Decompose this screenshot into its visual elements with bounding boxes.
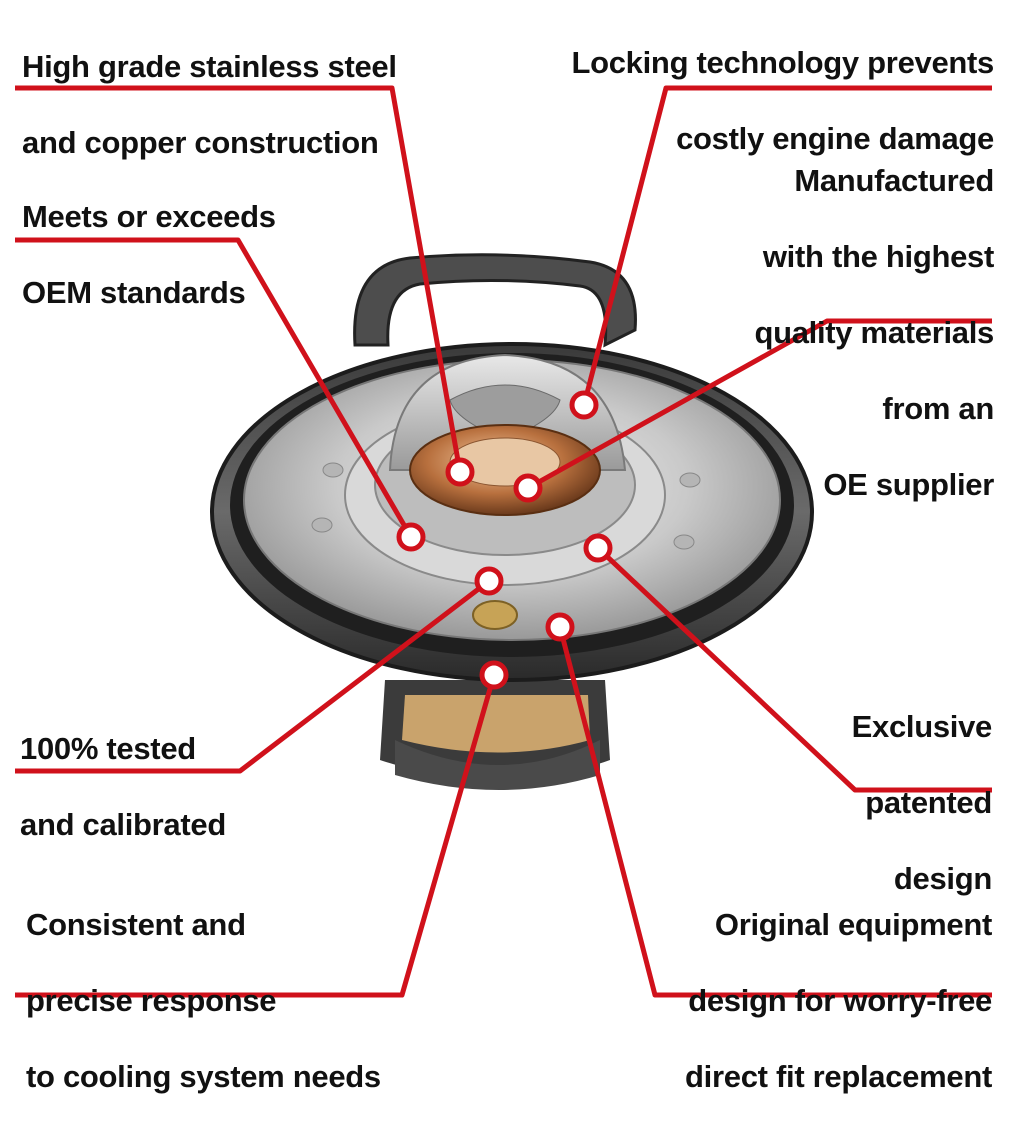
callout-exclusive: Exclusive patented design (851, 670, 993, 936)
callout-manufactured-line5: OE supplier (823, 467, 994, 502)
callout-leaders (15, 85, 992, 998)
callout-dot-tested (474, 566, 504, 596)
callout-consistent-line2: precise response (26, 983, 277, 1018)
callout-tested: 100% tested and calibrated (20, 692, 226, 882)
callout-dot-steel (445, 457, 475, 487)
leader-line-manufactured (526, 318, 992, 491)
callout-manufactured-line1: Manufactured (794, 163, 994, 198)
callout-tested-line2: and calibrated (20, 807, 226, 842)
leader-line-consistent (15, 674, 497, 998)
callout-original-line1: Original equipment (714, 907, 992, 942)
callout-manufactured-line3: quality materials (754, 315, 994, 350)
callout-locking-line2: costly engine damage (676, 121, 994, 156)
callout-oem-line1: Meets or exceeds (22, 199, 276, 234)
callout-exclusive-line1: Exclusive (851, 709, 993, 744)
callout-manufactured-line2: with the highest (762, 239, 994, 274)
gasket-loop (353, 253, 637, 348)
callout-dot-oem (396, 522, 426, 552)
callout-consistent-line1: Consistent and (26, 907, 246, 942)
callout-dot-consistent (479, 660, 509, 690)
callout-manufactured-line4: from an (882, 391, 994, 426)
leader-line-locking (581, 85, 992, 406)
callout-tested-line1: 100% tested (20, 731, 196, 766)
callout-dot-locking (569, 390, 599, 420)
callout-locking: Locking technology prevents costly engin… (571, 6, 994, 196)
callout-steel: High grade stainless steel and copper co… (22, 10, 397, 200)
callout-oem: Meets or exceeds OEM standards (22, 160, 276, 350)
callout-exclusive-line3: design (893, 861, 992, 896)
brass-pin (472, 600, 518, 630)
callout-dot-exclusive (583, 533, 613, 563)
callout-original: Original equipment design for worry-free… (685, 868, 992, 1134)
thermostat-lower-body (380, 680, 610, 790)
callout-manufactured: Manufactured with the highest quality ma… (754, 124, 994, 542)
leader-line-exclusive (596, 546, 992, 793)
callout-exclusive-line2: patented (865, 785, 992, 820)
leader-line-tested (15, 579, 491, 774)
callout-original-line2: design for worry-free (688, 983, 992, 1018)
callout-oem-line2: OEM standards (22, 275, 246, 310)
callout-steel-line1: High grade stainless steel (22, 49, 397, 84)
copper-element (409, 424, 601, 516)
callout-consistent: Consistent and precise response to cooli… (26, 868, 381, 1134)
callout-dot-original (545, 612, 575, 642)
leader-line-original (557, 626, 992, 998)
callout-consistent-line3: to cooling system needs (26, 1059, 381, 1094)
leader-line-steel (15, 85, 463, 473)
callout-steel-line2: and copper construction (22, 125, 379, 160)
product-illustration (15, 85, 992, 998)
leader-line-oem (15, 237, 414, 539)
callout-dot-manufactured (513, 473, 543, 503)
callout-dots (396, 390, 613, 690)
callout-locking-line1: Locking technology prevents (571, 45, 994, 80)
callout-original-line3: direct fit replacement (685, 1059, 992, 1094)
